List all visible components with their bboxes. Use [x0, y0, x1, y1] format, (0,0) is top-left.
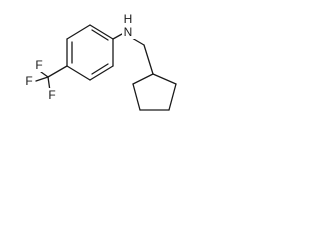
hydrogen-label: H — [124, 12, 133, 26]
nitrogen-label: N — [124, 25, 133, 39]
ring-bond-6 — [66, 24, 91, 40]
cf3-left-fluorine-bond — [35, 76, 49, 82]
cyclopentane-bond-1 — [152, 73, 177, 85]
structure-canvas: N H F F F — [0, 0, 201, 128]
fluorine-bottom-label-background — [46, 88, 58, 101]
ring-bond-4 — [66, 65, 91, 81]
ring-bond-3 — [89, 65, 114, 81]
nitrogen-label-background — [122, 25, 135, 39]
ring-double-bond-1 — [91, 29, 109, 41]
ring-to-cf3-bond — [47, 65, 68, 78]
fluorine-top-label: F — [35, 58, 42, 72]
hydrogen-label-background — [122, 13, 135, 26]
cyclopentane-bond-2 — [168, 83, 177, 111]
nitrogen-to-methylene-bond — [131, 37, 145, 46]
ring-to-nitrogen-bond — [112, 33, 123, 40]
ring-double-bond-2 — [91, 63, 109, 75]
molecule-structure: N H F F F — [23, 12, 177, 111]
methylene-to-ring-bond — [143, 44, 154, 75]
fluorine-left-label: F — [25, 74, 32, 88]
cyclopentane-bond-5 — [132, 73, 154, 85]
ring-bond-1 — [89, 24, 114, 40]
fluorine-bottom-label: F — [48, 88, 55, 102]
fluorine-top-label-background — [33, 59, 45, 72]
cyclopentane-bond-4 — [132, 83, 141, 111]
fluorine-left-label-background — [23, 75, 35, 88]
cf3-top-fluorine-bond — [40, 71, 49, 78]
